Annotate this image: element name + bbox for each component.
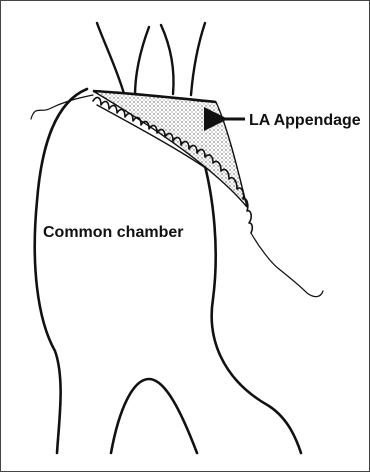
chamber-right-wall (201, 151, 301, 453)
vessel-left (97, 23, 125, 97)
vessel-middle-right (161, 25, 174, 94)
vessel-right (191, 23, 205, 95)
common-chamber-outline (35, 89, 301, 453)
chamber-left-wall (35, 89, 87, 453)
suture-thread-left (31, 95, 93, 119)
great-vessels (97, 23, 205, 97)
suture-thread-tail (251, 233, 323, 297)
common-chamber-label: Common chamber (43, 224, 183, 241)
la-appendage-label: LA Appendage (249, 112, 361, 129)
lower-vessel-notch (111, 379, 197, 453)
vessel-middle-left (135, 27, 149, 96)
